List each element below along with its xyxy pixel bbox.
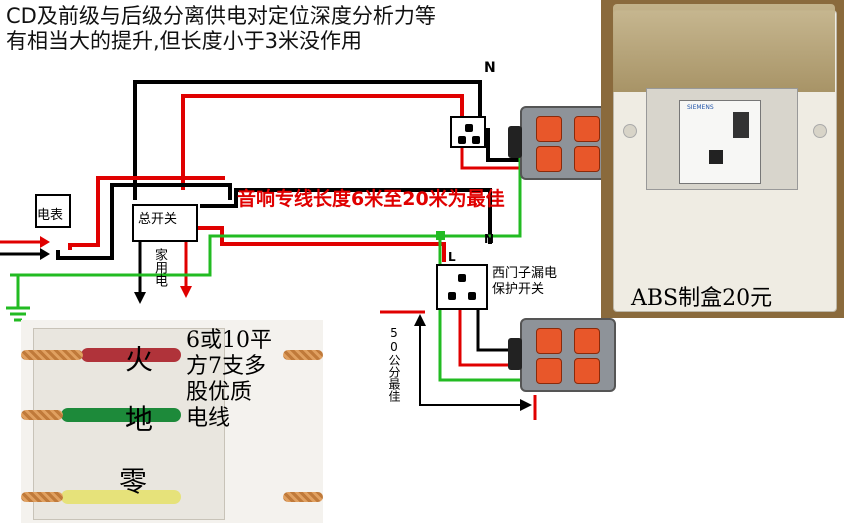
breaker-label: 西门子漏电 保护开关	[492, 266, 558, 297]
wall-socket-top	[450, 116, 486, 148]
socket-hole-icon	[465, 124, 473, 132]
breaker-box-caption: ABS制盒20元	[631, 286, 773, 311]
outlet-socket-icon	[536, 146, 562, 172]
household-live-arrowhead	[180, 286, 192, 298]
socket-hole-icon	[458, 274, 466, 282]
distance-arrowhead-up	[414, 314, 426, 326]
special-line-note: 音响专线长度6米至20米为最佳	[237, 188, 505, 210]
junction-dot	[436, 231, 445, 240]
distance-vertical	[419, 318, 528, 406]
outlet-socket-icon	[574, 116, 600, 142]
main-switch-label: 总开关	[138, 212, 178, 227]
outlet-socket-icon	[574, 358, 600, 384]
cable-spec-text: 6或10平 方7支多 股优质 电线	[186, 328, 272, 431]
cable-photo: 火 地 零 6或10平 方7支多 股优质 电线	[21, 320, 323, 523]
main-switch-box	[132, 204, 198, 242]
right-copper-icon	[283, 492, 323, 502]
bottom-live	[458, 310, 520, 367]
socket-hole-icon	[448, 292, 456, 300]
test-button-icon	[709, 150, 723, 164]
household-neutral-arrowhead	[134, 292, 146, 304]
live-label-mid: L	[448, 250, 456, 264]
live-wire-sample	[81, 348, 181, 362]
outlet-socket-icon	[536, 328, 562, 354]
neutral-label-mid: N	[484, 232, 495, 246]
wiring-diagram	[0, 80, 537, 420]
ground-wire-sample	[61, 408, 181, 422]
neutral-copper-icon	[21, 492, 63, 502]
socket-hole-icon	[472, 136, 480, 144]
live-wire-top	[181, 94, 464, 190]
audio-outlet-bottom	[508, 318, 616, 392]
breaker-toggle-icon	[733, 112, 749, 138]
outlet-socket-icon	[536, 116, 562, 142]
distance-arrowhead-right	[520, 399, 532, 411]
neutral-wire-top	[133, 80, 482, 200]
neutral-feed	[56, 183, 232, 260]
ground-line	[10, 130, 522, 277]
breaker-box-photo: SIEMENS ABS制盒20元	[601, 0, 844, 318]
special-line-red	[192, 226, 446, 262]
household-label: 家用电	[152, 248, 167, 287]
outlet-socket-icon	[574, 146, 600, 172]
mount-hole-icon	[813, 124, 827, 138]
mount-hole-icon	[623, 124, 637, 138]
socket-hole-icon	[458, 136, 466, 144]
neutral-wire-sample	[61, 490, 181, 504]
live-copper-icon	[21, 350, 83, 360]
outlet-socket-icon	[574, 328, 600, 354]
meter-label: 电表	[37, 208, 64, 223]
neutral-label-top: N	[484, 60, 496, 76]
plug-icon	[508, 338, 522, 370]
breaker-lid	[613, 4, 835, 92]
audio-outlet-top	[508, 106, 616, 180]
bottom-neutral	[476, 310, 520, 352]
breaker-socket	[436, 264, 488, 310]
incoming-live-arrowhead	[40, 236, 50, 248]
meter-box	[35, 194, 71, 228]
right-copper-icon	[283, 350, 323, 360]
neutral-label: 零	[119, 465, 148, 498]
plug-icon	[508, 126, 522, 158]
outlet-socket-icon	[536, 358, 562, 384]
distance-label: 50公分最佳	[387, 326, 401, 402]
incoming-neutral-arrowhead	[40, 248, 50, 260]
page-title: CD及前级与后级分离供电对定位深度分析力等 有相当大的提升,但长度小于3米没作用	[6, 4, 436, 53]
special-line-black	[200, 188, 492, 244]
socket-hole-icon	[468, 292, 476, 300]
ground-copper-icon	[21, 410, 63, 420]
fire-label: 火	[125, 343, 154, 376]
ground-label: 地	[125, 403, 154, 436]
live-wire-outlet-top	[460, 146, 520, 170]
live-feed	[68, 176, 225, 250]
breaker-brand: SIEMENS	[687, 104, 714, 111]
